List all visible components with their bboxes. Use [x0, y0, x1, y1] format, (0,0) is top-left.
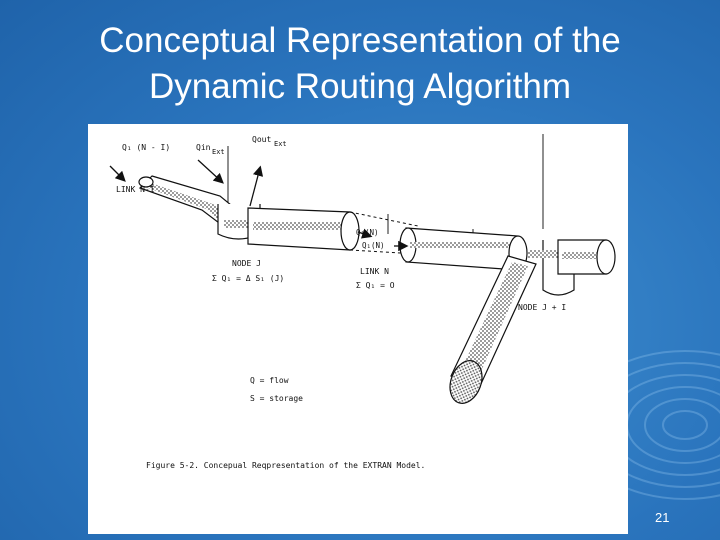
q-in-link-arrow: [109, 165, 126, 182]
q-ext-in-arrow: [197, 159, 224, 184]
outflow-pipe: [557, 239, 616, 275]
label-q-in-link: Q₁ (N - I): [122, 143, 170, 152]
routing-diagram-figure: Q₁ (N - I) Qin Ext Qout Ext LINK N-I Q₁(…: [88, 124, 628, 534]
label-q-in-ext: Qin: [196, 143, 211, 152]
label-node-j-plus-1: NODE J + I: [518, 303, 566, 312]
slide-page-number: 21: [655, 510, 670, 525]
label-link-n-minus-1: LINK N-I: [116, 185, 155, 194]
routing-diagram-svg: Q₁ (N - I) Qin Ext Qout Ext LINK N-I Q₁(…: [109, 134, 616, 470]
slide-title-line-2: Dynamic Routing Algorithm: [148, 67, 572, 106]
slide-title-line-1: Conceptual Representation of the: [99, 21, 621, 60]
label-q-out-ext-sub: Ext: [274, 140, 287, 148]
link-n-pipe: [247, 207, 419, 255]
q-ext-out-arrow: [249, 165, 264, 207]
label-link-n: LINK N: [360, 267, 389, 276]
figure-caption: Figure 5-2. Concepual Reqpresentation of…: [146, 461, 425, 470]
slide-title: Conceptual Representation of the Dynamic…: [0, 18, 720, 110]
label-q1-n: Q₁(N): [356, 228, 379, 237]
label-q-in-ext-sub: Ext: [212, 148, 225, 156]
q1-n-arrow: [357, 228, 373, 239]
label-node-j-equation: Σ Q₁ = Δ S₁ (J): [212, 274, 284, 283]
branch-pipe: [449, 255, 537, 404]
label-node-j: NODE J: [232, 259, 261, 268]
legend-q-flow: Q = flow: [250, 376, 289, 385]
label-q-out-ext: Qout: [252, 135, 271, 144]
label-q1-n2: Q₁(N): [362, 241, 385, 250]
legend-s-storage: S = storage: [250, 394, 303, 403]
label-link-n-equation: Σ Q₁ = O: [356, 281, 395, 290]
